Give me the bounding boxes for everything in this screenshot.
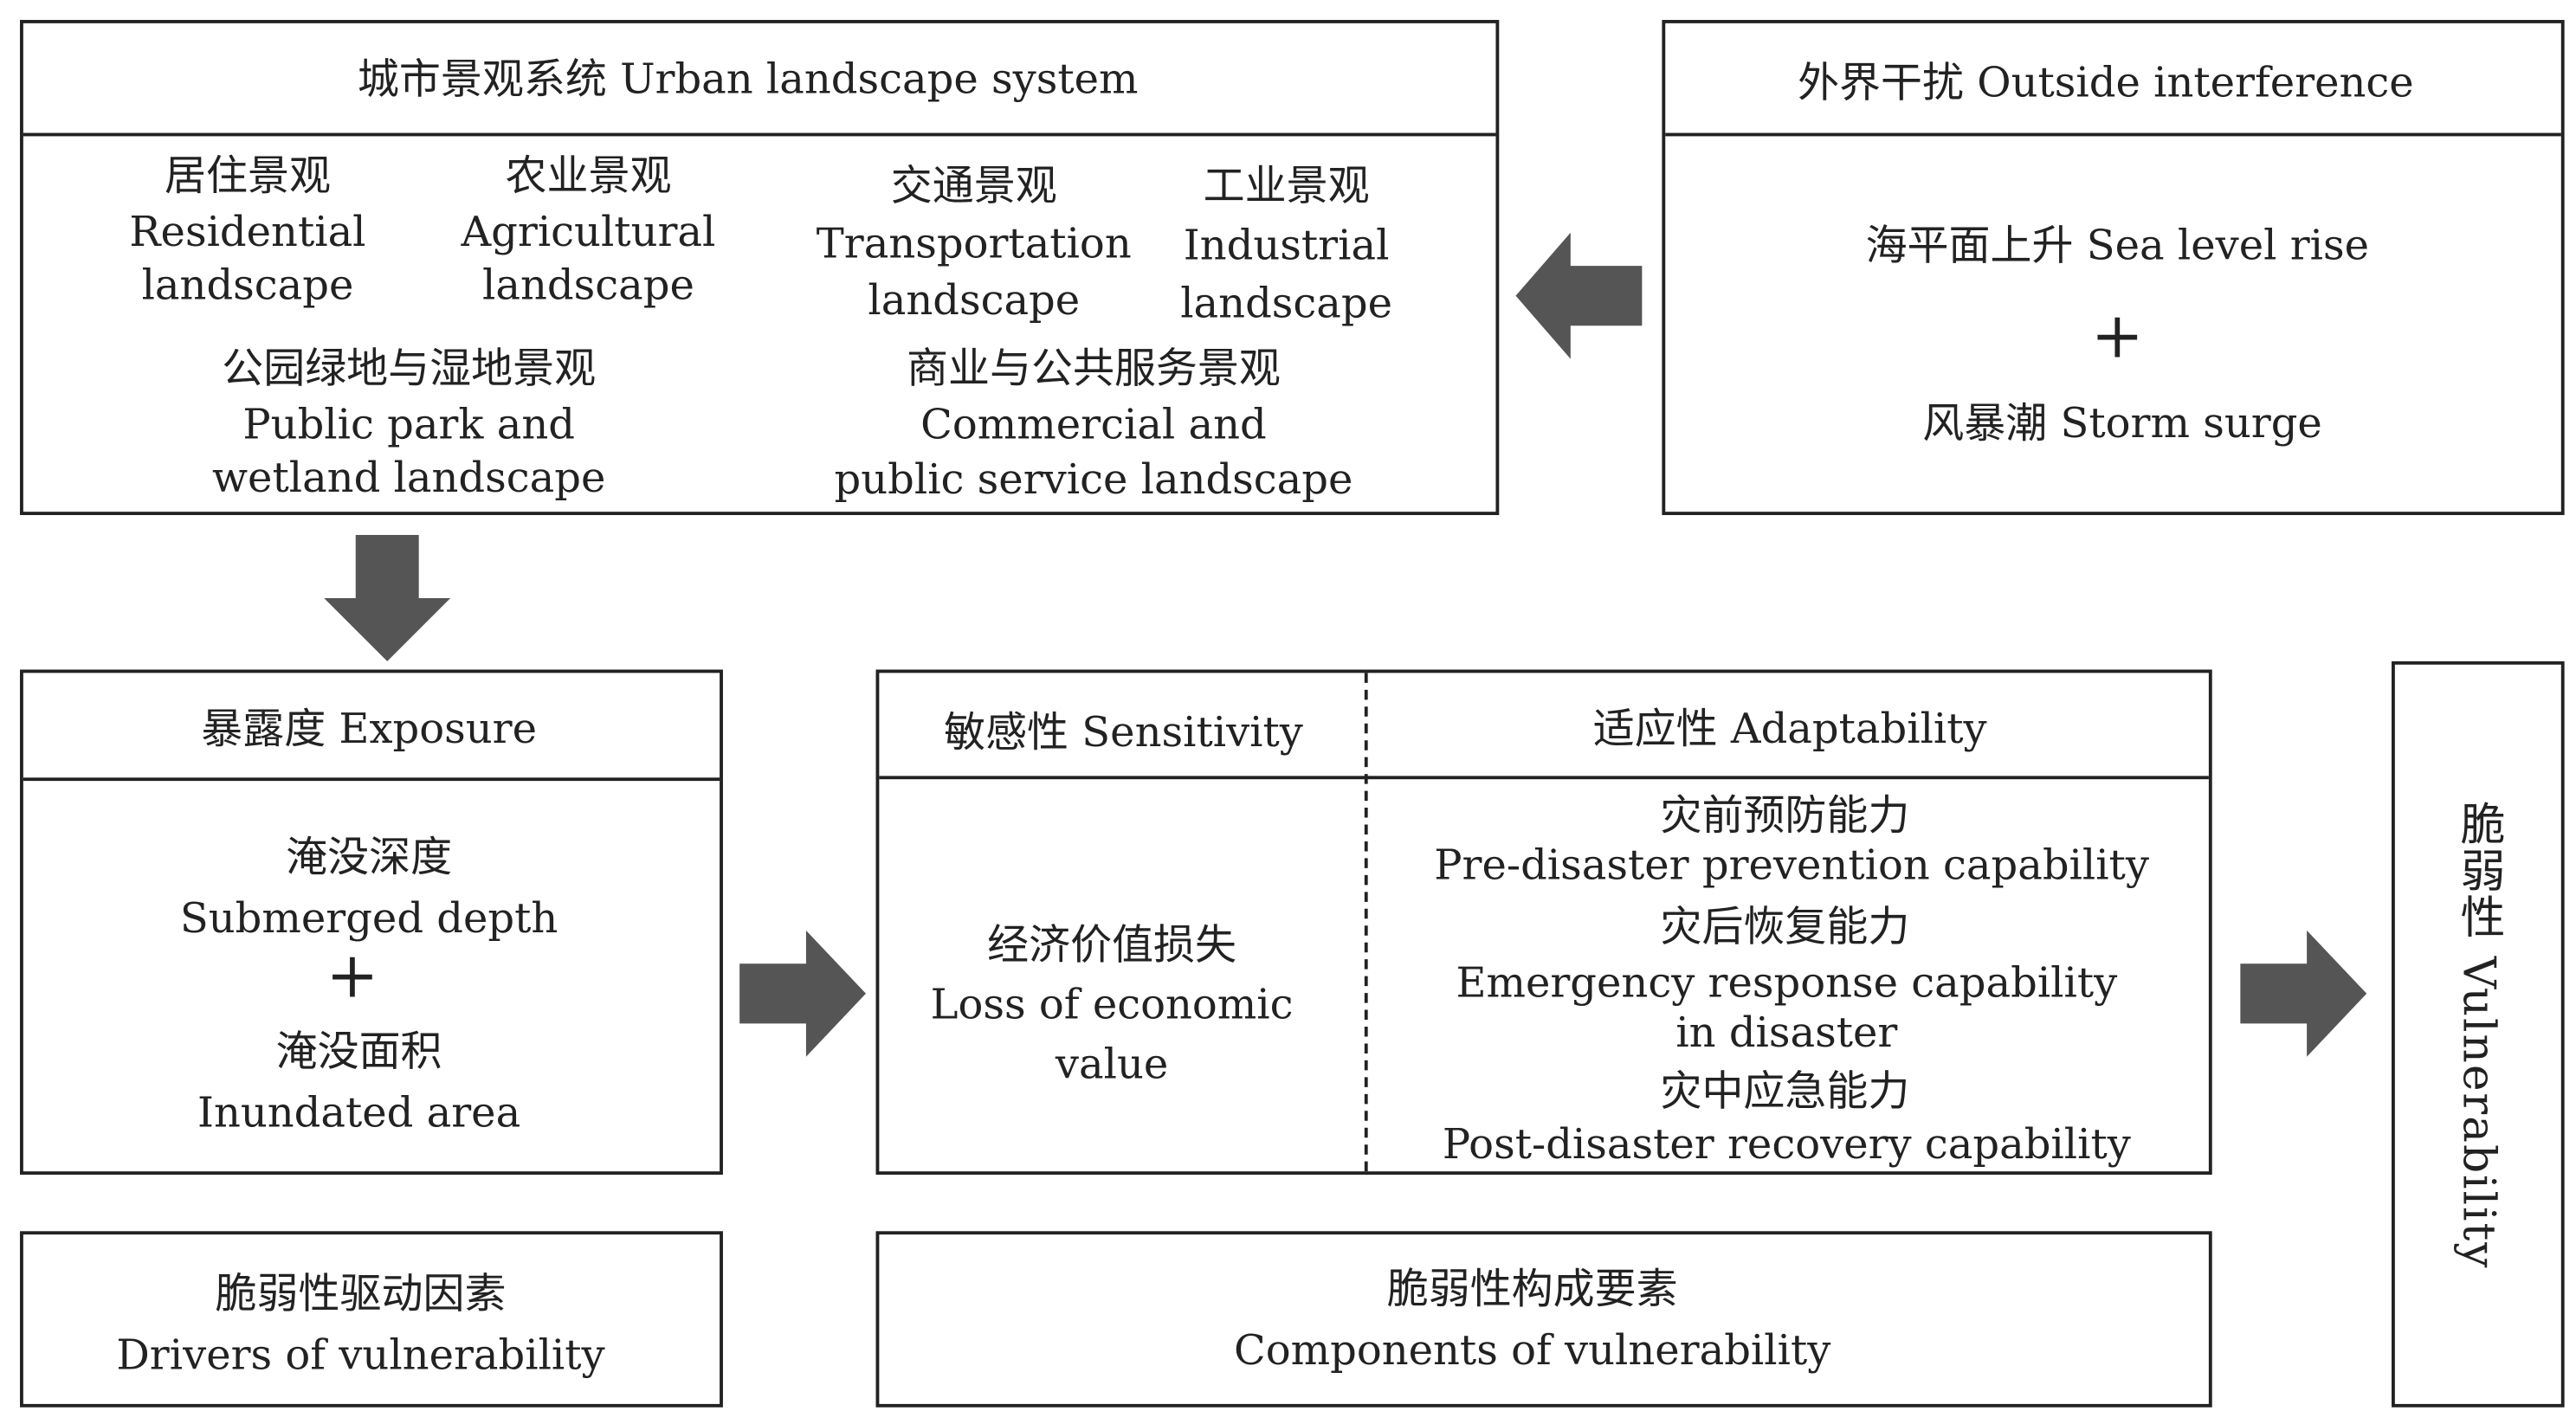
submerged-depth-cn: 淹没深度 (286, 832, 453, 881)
agricultural-cn: 农业景观 (505, 151, 672, 200)
transportation-en2: landscape (868, 275, 1081, 325)
sea-level-rise: 海平面上升 Sea level rise (1865, 221, 2370, 269)
components-cn: 脆弱性构成要素 (1386, 1264, 1678, 1313)
components-en: Components of vulnerability (1234, 1325, 1831, 1375)
right-arrow-icon (2240, 930, 2367, 1057)
park-cn: 公园绿地与湿地景观 (222, 344, 597, 392)
plus-sign: + (326, 938, 379, 1012)
outside-title: 外界干扰 Outside interference (1798, 58, 2414, 106)
industrial-en2: landscape (1180, 279, 1393, 328)
urban-title: 城市景观系统 Urban landscape system (357, 55, 1139, 104)
down-arrow-icon (324, 535, 451, 661)
divider (879, 776, 2209, 780)
left-arrow-icon (1515, 232, 1643, 359)
sensitivity-title: 敏感性 Sensitivity (944, 707, 1303, 757)
outside-interference-box: 外界干扰 Outside interference 海平面上升 Sea leve… (1662, 20, 2565, 516)
exposure-title: 暴露度 Exposure (201, 704, 537, 753)
right-arrow-icon (739, 930, 867, 1057)
post-disaster-en2: in disaster (1675, 1008, 1898, 1057)
pre-disaster-cn: 灾前预防能力 (1660, 790, 1910, 840)
dashed-divider (1364, 673, 1368, 1172)
agricultural-en2: landscape (482, 261, 694, 310)
drivers-box: 脆弱性驱动因素 Drivers of vulnerability (20, 1231, 723, 1408)
drivers-cn: 脆弱性驱动因素 (215, 1269, 507, 1318)
park-en: Public park and (242, 400, 575, 449)
vulnerability-box: 脆弱性 Vulnerability (2392, 660, 2565, 1408)
drivers-en: Drivers of vulnerability (116, 1330, 605, 1380)
post-disaster-cn: 灾后恢复能力 (1660, 902, 1910, 950)
loss-cn: 经济价值损失 (987, 920, 1237, 970)
adaptability-title: 适应性 Adaptability (1592, 704, 1987, 753)
pre-disaster-en: Pre-disaster prevention capability (1434, 841, 2149, 889)
commercial-en: Commercial and (920, 400, 1267, 449)
industrial-en: Industrial (1183, 221, 1390, 269)
post-disaster-en: Emergency response capability (1456, 958, 2118, 1008)
residential-en2: landscape (141, 261, 354, 310)
during-disaster-cn: 灾中应急能力 (1660, 1066, 1910, 1115)
exposure-box: 暴露度 Exposure 淹没深度 Submerged depth + 淹没面积… (20, 669, 723, 1176)
inundated-area-en: Inundated area (197, 1088, 521, 1137)
residential-cn: 居住景观 (165, 151, 331, 200)
transportation-cn: 交通景观 (890, 161, 1057, 209)
components-box: 脆弱性构成要素 Components of vulnerability (875, 1231, 2212, 1408)
transportation-en: Transportation (816, 219, 1132, 268)
plus-sign: + (2090, 299, 2144, 372)
submerged-depth-en: Submerged depth (179, 893, 558, 943)
loss-en2: value (1055, 1040, 1169, 1089)
divider (23, 777, 720, 782)
divider (23, 132, 1496, 137)
storm-surge: 风暴潮 Storm surge (1922, 398, 2322, 448)
park-en2: wetland landscape (211, 453, 606, 502)
sensitivity-adaptability-box: 敏感性 Sensitivity 经济价值损失 Loss of economic … (875, 669, 2212, 1176)
agricultural-en: Agricultural (461, 207, 716, 256)
during-disaster-en: Post-disaster recovery capability (1442, 1119, 2131, 1169)
urban-landscape-box: 城市景观系统 Urban landscape system 居住景观 Resid… (20, 20, 1500, 516)
vulnerability-label: 脆弱性 Vulnerability (2452, 800, 2504, 1269)
commercial-en2: public service landscape (834, 454, 1353, 504)
divider (1665, 132, 2561, 137)
inundated-area-cn: 淹没面积 (275, 1027, 442, 1075)
industrial-cn: 工业景观 (1203, 161, 1370, 209)
residential-en: Residential (129, 207, 366, 256)
loss-en: Loss of economic (930, 980, 1294, 1029)
commercial-cn: 商业与公共服务景观 (907, 344, 1281, 392)
